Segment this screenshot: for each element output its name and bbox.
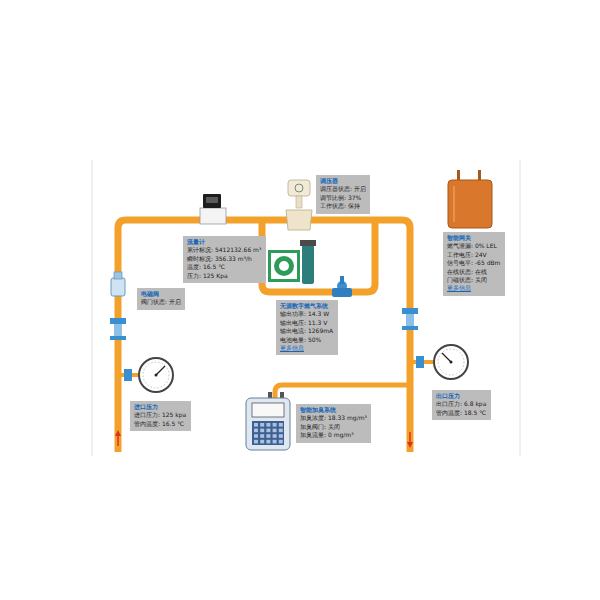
- power-generator: [268, 240, 316, 284]
- status-line: 管内温度: 18.5 ℃: [436, 409, 487, 417]
- info-box: 智能加臭系统加臭浓度: 18.33 mg/m³加臭阀门: 关闭加臭流量: 0 m…: [296, 404, 371, 443]
- status-line: 出口压力: 6.8 kpa: [436, 400, 487, 408]
- gateway-device: [448, 170, 492, 228]
- flow-arrow: [115, 430, 121, 436]
- status-line: 进口压力: 125 kpa: [134, 411, 187, 419]
- info-box: 电磁阀阀门状态: 开启: [137, 288, 185, 310]
- keypad-key: [260, 440, 264, 444]
- status-line: 燃气泄漏: 0% LEL: [447, 242, 501, 250]
- keypad-key: [254, 434, 258, 438]
- info-box: 流量计累计标况: 5412132.66 m³瞬时标况: 356.33 m³/h温…: [183, 236, 266, 283]
- info-box: 进口压力进口压力: 125 kpa管内温度: 16.5 ℃: [130, 401, 191, 431]
- more-link: 更多信息: [280, 344, 334, 352]
- keypad-key: [260, 423, 264, 427]
- frame-line: [520, 160, 521, 456]
- status-line: 工作电压: 24V: [447, 251, 501, 259]
- pipe-valve: [402, 308, 418, 330]
- status-line: 在线状态: 在线: [447, 268, 501, 276]
- flow-meter: [200, 194, 226, 224]
- pressure-gauge: [416, 345, 468, 379]
- keypad-key: [266, 423, 270, 427]
- odorizer-device: [246, 392, 290, 450]
- status-line: 调节比例: 37%: [320, 194, 366, 202]
- info-box: 无源数字燃气系统输出功率: 14.3 W输出电压: 11.3 V输出电流: 12…: [276, 300, 338, 355]
- status-line: 门磁状态: 关闭: [447, 276, 501, 284]
- info-box: 出口压力出口压力: 6.8 kpa管内温度: 18.5 ℃: [432, 390, 491, 420]
- box-heading: 进口压力: [134, 403, 187, 411]
- keypad-key: [254, 423, 258, 427]
- keypad-key: [273, 429, 277, 433]
- status-line: 输出功率: 14.3 W: [280, 310, 334, 318]
- status-line: 管内温度: 16.5 ℃: [134, 420, 187, 428]
- status-line: 输出电压: 11.3 V: [280, 319, 334, 327]
- status-line: 温度: 16.5 ℃: [187, 263, 262, 271]
- pressure-regulator: [286, 180, 312, 230]
- status-line: 信号电平: -65 dBm: [447, 259, 501, 267]
- status-line: 瞬时标况: 356.33 m³/h: [187, 255, 262, 263]
- gas-pipe: [118, 220, 410, 452]
- keypad-key: [266, 429, 270, 433]
- keypad-key: [254, 440, 258, 444]
- status-line: 压力: 125 Kpa: [187, 272, 262, 280]
- bypass-valve: [332, 276, 352, 297]
- box-heading: 电磁阀: [141, 290, 181, 298]
- status-line: 加臭浓度: 18.33 mg/m³: [300, 414, 367, 422]
- status-line: 阀门状态: 开启: [141, 298, 181, 306]
- box-heading: 无源数字燃气系统: [280, 302, 334, 310]
- status-line: 输出电流: 1269mA: [280, 327, 334, 335]
- keypad-key: [273, 440, 277, 444]
- keypad-key: [279, 429, 283, 433]
- box-heading: 调压器: [320, 177, 366, 185]
- info-box: 调压器调压器状态: 开启调节比例: 37%工作状态: 保持: [316, 175, 370, 214]
- keypad-key: [266, 440, 270, 444]
- keypad-key: [273, 423, 277, 427]
- info-box: 智能网关燃气泄漏: 0% LEL工作电压: 24V信号电平: -65 dBm在线…: [443, 232, 505, 296]
- keypad-key: [279, 423, 283, 427]
- frame-line: [92, 160, 93, 456]
- solenoid-valve: [111, 272, 125, 296]
- keypad-key: [260, 434, 264, 438]
- keypad-key: [273, 434, 277, 438]
- box-heading: 出口压力: [436, 392, 487, 400]
- flow-arrow: [407, 442, 413, 448]
- bypass-pipe: [262, 220, 375, 292]
- status-line: 加臭阀门: 关闭: [300, 423, 367, 431]
- keypad-key: [254, 429, 258, 433]
- status-line: 调压器状态: 开启: [320, 185, 366, 193]
- box-heading: 智能加臭系统: [300, 406, 367, 414]
- pipe-valve: [110, 318, 126, 340]
- status-line: 累计标况: 5412132.66 m³: [187, 246, 262, 254]
- keypad-key: [279, 440, 283, 444]
- status-line: 工作状态: 保持: [320, 202, 366, 210]
- status-line: 加臭流量: 0 mg/m³: [300, 431, 367, 439]
- keypad-key: [260, 429, 264, 433]
- keypad-key: [266, 434, 270, 438]
- box-heading: 流量计: [187, 238, 262, 246]
- odorizer-pipe: [275, 385, 410, 402]
- more-link: 更多信息: [447, 284, 501, 292]
- pressure-gauge: [124, 358, 173, 392]
- box-heading: 智能网关: [447, 234, 501, 242]
- status-line: 电池电量: 50%: [280, 336, 334, 344]
- keypad-key: [279, 434, 283, 438]
